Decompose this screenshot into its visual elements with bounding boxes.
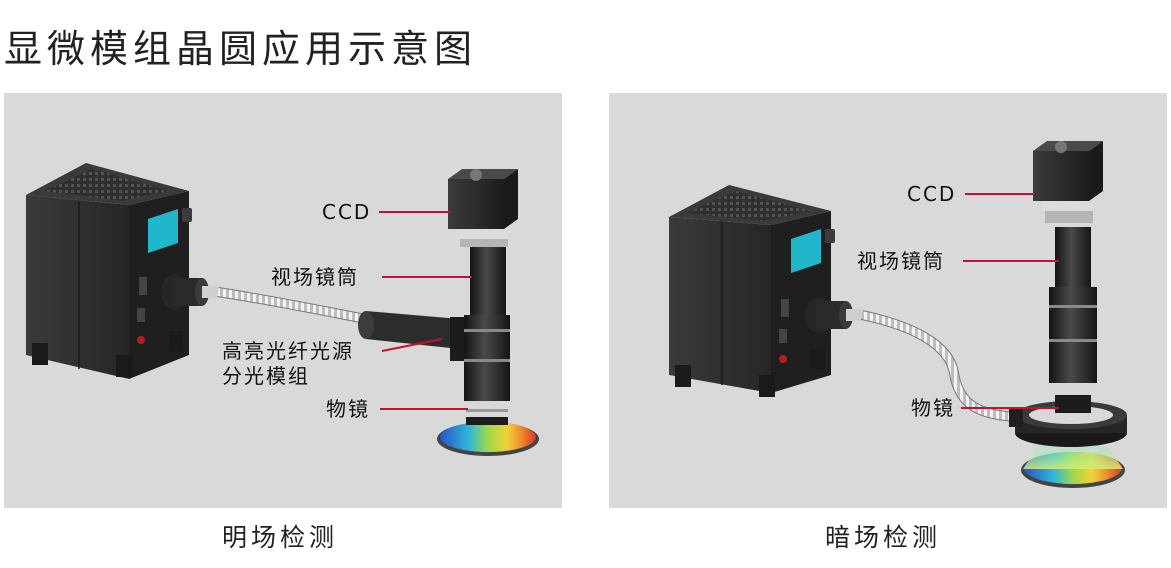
wafer [440, 422, 536, 452]
fiber-output-connector [161, 274, 218, 310]
bright-splitter-label: 分光模组 [222, 364, 310, 388]
port-icon [139, 277, 147, 295]
microscope-column [1049, 227, 1097, 413]
dark-field-caption: 暗场检测 [825, 523, 942, 552]
bright-field-panel: CCD 视场镜筒 高亮光纤光源 分光模组 物镜 [4, 93, 562, 508]
dark-field-tube-label: 视场镜筒 [857, 249, 945, 273]
callout-lines [379, 211, 472, 410]
bright-field-tube-label: 视场镜筒 [271, 265, 359, 289]
beam-splitter-module [358, 311, 470, 361]
dark-objective-label: 物镜 [911, 396, 955, 420]
bright-light-source-label: 高亮光纤光源 [222, 339, 354, 363]
bright-objective-label: 物镜 [326, 397, 370, 421]
display-screen [791, 229, 821, 273]
callout-lines [961, 193, 1059, 409]
dark-field-panel: CCD 视场镜筒 物镜 [609, 93, 1167, 508]
fiber-output-connector [805, 297, 862, 333]
knob-icon [825, 229, 835, 243]
power-switch-icon [779, 355, 787, 363]
port-icon [781, 299, 789, 317]
ccd-camera [1033, 141, 1103, 223]
light-source-box [669, 185, 835, 397]
power-switch-icon [137, 336, 145, 344]
ccd-camera [448, 169, 518, 247]
display-screen [148, 209, 178, 253]
dark-field-illustration [669, 141, 1127, 488]
page-title: 显微模组晶圆应用示意图 [4, 27, 478, 71]
knob-icon [182, 208, 192, 222]
ring-light [1009, 401, 1127, 447]
bright-field-illustration [26, 163, 539, 456]
microscope-column [464, 245, 510, 425]
dark-ccd-label: CCD [907, 182, 957, 206]
dark-field-light-cone [1023, 443, 1123, 469]
light-source-box [26, 163, 192, 379]
bright-ccd-label: CCD [322, 200, 372, 224]
bright-field-caption: 明场检测 [222, 523, 339, 552]
